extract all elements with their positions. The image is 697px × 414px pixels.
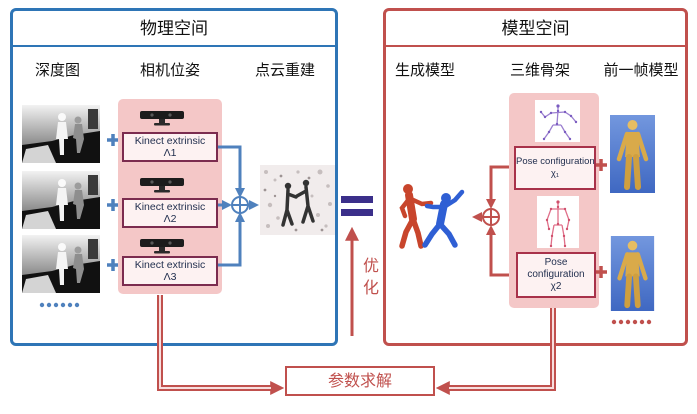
pose-configuration-param: χ₁ xyxy=(550,168,560,179)
previous-frame-model-2 xyxy=(611,236,654,311)
pose-configuration-box-1: Pose configuration χ₁ xyxy=(514,146,596,190)
skeleton-image-2 xyxy=(537,196,579,248)
blue-plus-icons xyxy=(107,134,119,271)
depth-image-3 xyxy=(22,235,100,293)
column-label-skeleton: 三维骨架 xyxy=(509,61,570,79)
kinect-extrinsic-box-3: Kinect extrinsic Λ3 xyxy=(122,256,218,286)
red-plus-icons xyxy=(595,159,607,278)
column-label-depth: 深度图 xyxy=(34,61,80,79)
kinect-extrinsic-box-2: Kinect extrinsic Λ2 xyxy=(122,198,218,228)
physical-space-panel: 物理空间 xyxy=(10,8,338,346)
previous-frame-more-dots xyxy=(611,319,652,325)
red-sum-node-icon xyxy=(482,208,500,226)
pose-configuration-label: Pose configuration xyxy=(527,257,585,280)
fusion-arrows xyxy=(218,145,259,267)
depth-more-dots xyxy=(39,302,80,308)
skeleton-to-solver-arrow xyxy=(435,308,556,395)
model-space-panel: 模型空间 xyxy=(383,8,688,346)
physical-space-header-rule xyxy=(13,45,335,47)
kinect-extrinsic-label: Kinect extrinsic xyxy=(134,201,206,213)
point-cloud-image xyxy=(260,165,335,235)
blue-sum-node-icon xyxy=(231,196,249,214)
optimize-label: 优化 xyxy=(360,257,379,301)
pose-configuration-label: Pose configuration xyxy=(516,156,595,167)
generated-model-image xyxy=(393,175,471,250)
kinect-extrinsic-param: Λ2 xyxy=(163,213,177,225)
column-label-camera-pose: 相机位姿 xyxy=(139,61,200,79)
kinect-extrinsic-param: Λ3 xyxy=(163,271,177,283)
column-label-generated-model: 生成模型 xyxy=(394,61,455,79)
pose-configuration-param: χ2 xyxy=(550,281,562,292)
depth-image-1 xyxy=(22,105,100,163)
parameter-solving-box: 参数求解 xyxy=(285,366,435,396)
kinect-extrinsic-label: Kinect extrinsic xyxy=(134,135,206,147)
physical-space-title: 物理空间 xyxy=(140,19,208,39)
kinect-extrinsic-box-1: Kinect extrinsic Λ1 xyxy=(122,132,218,162)
skeleton-image-1 xyxy=(535,100,580,142)
kinect-extrinsic-param: Λ1 xyxy=(163,147,177,159)
depth-image-2 xyxy=(22,171,100,229)
model-space-title: 模型空间 xyxy=(501,19,570,39)
camera-to-solver-arrow xyxy=(157,295,285,395)
previous-frame-model-1 xyxy=(610,115,655,193)
equals-sign xyxy=(341,196,373,216)
model-space-header-rule xyxy=(386,45,685,47)
pose-configuration-box-2: Pose configuration χ2 xyxy=(516,252,596,298)
column-label-previous-frame: 前一帧模型 xyxy=(603,61,679,79)
kinect-extrinsic-label: Kinect extrinsic xyxy=(134,259,206,271)
column-label-point-cloud: 点云重建 xyxy=(254,61,315,79)
